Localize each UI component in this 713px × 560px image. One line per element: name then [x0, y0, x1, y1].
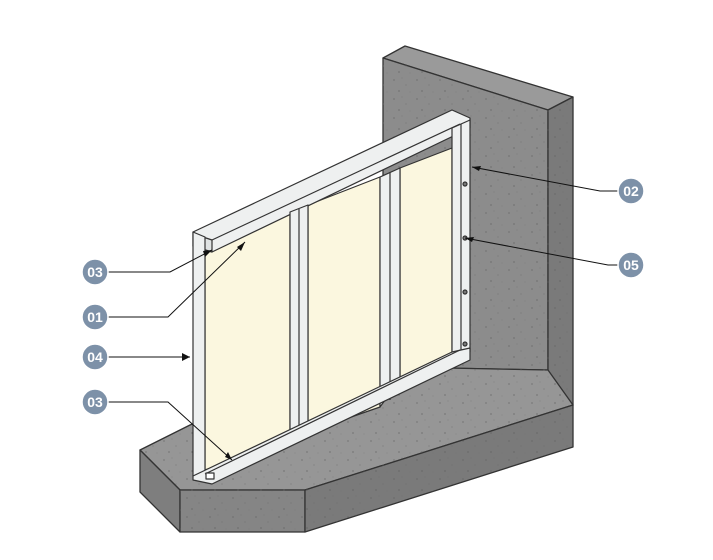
callout-badge-03-bottom: 03 — [81, 388, 109, 416]
callout-label-03-top: 03 — [87, 264, 103, 280]
leader-03-bottom — [108, 401, 233, 461]
callout-label-04: 04 — [87, 349, 103, 365]
steel-frame — [192, 109, 471, 485]
leader-02 — [471, 166, 618, 192]
board-bay-3 — [399, 147, 453, 381]
anchor-screw — [462, 341, 468, 347]
leader-05 — [464, 237, 618, 266]
leader-arrowheads — [182, 166, 481, 460]
callout-label-05: 05 — [623, 257, 639, 273]
callout-badge-03-top: 03 — [81, 258, 109, 286]
callout-badge-04: 04 — [81, 343, 109, 371]
callout-label-03-bottom: 03 — [87, 394, 103, 410]
anchor-screw — [462, 289, 468, 295]
anchor-screw — [462, 181, 468, 187]
bottom-track — [192, 347, 471, 485]
callout-badge-01: 01 — [81, 303, 109, 331]
callout-label-01: 01 — [87, 309, 103, 325]
callout-badge-02: 02 — [617, 177, 645, 205]
board-bay-1 — [204, 211, 291, 471]
wall-panel — [204, 147, 453, 471]
left-stud — [192, 231, 206, 481]
leader-lines — [108, 166, 618, 461]
callout-label-02: 02 — [623, 183, 639, 199]
leader-03-top — [108, 249, 213, 273]
leader-01 — [108, 241, 246, 318]
callout-badge-05: 05 — [617, 251, 645, 279]
